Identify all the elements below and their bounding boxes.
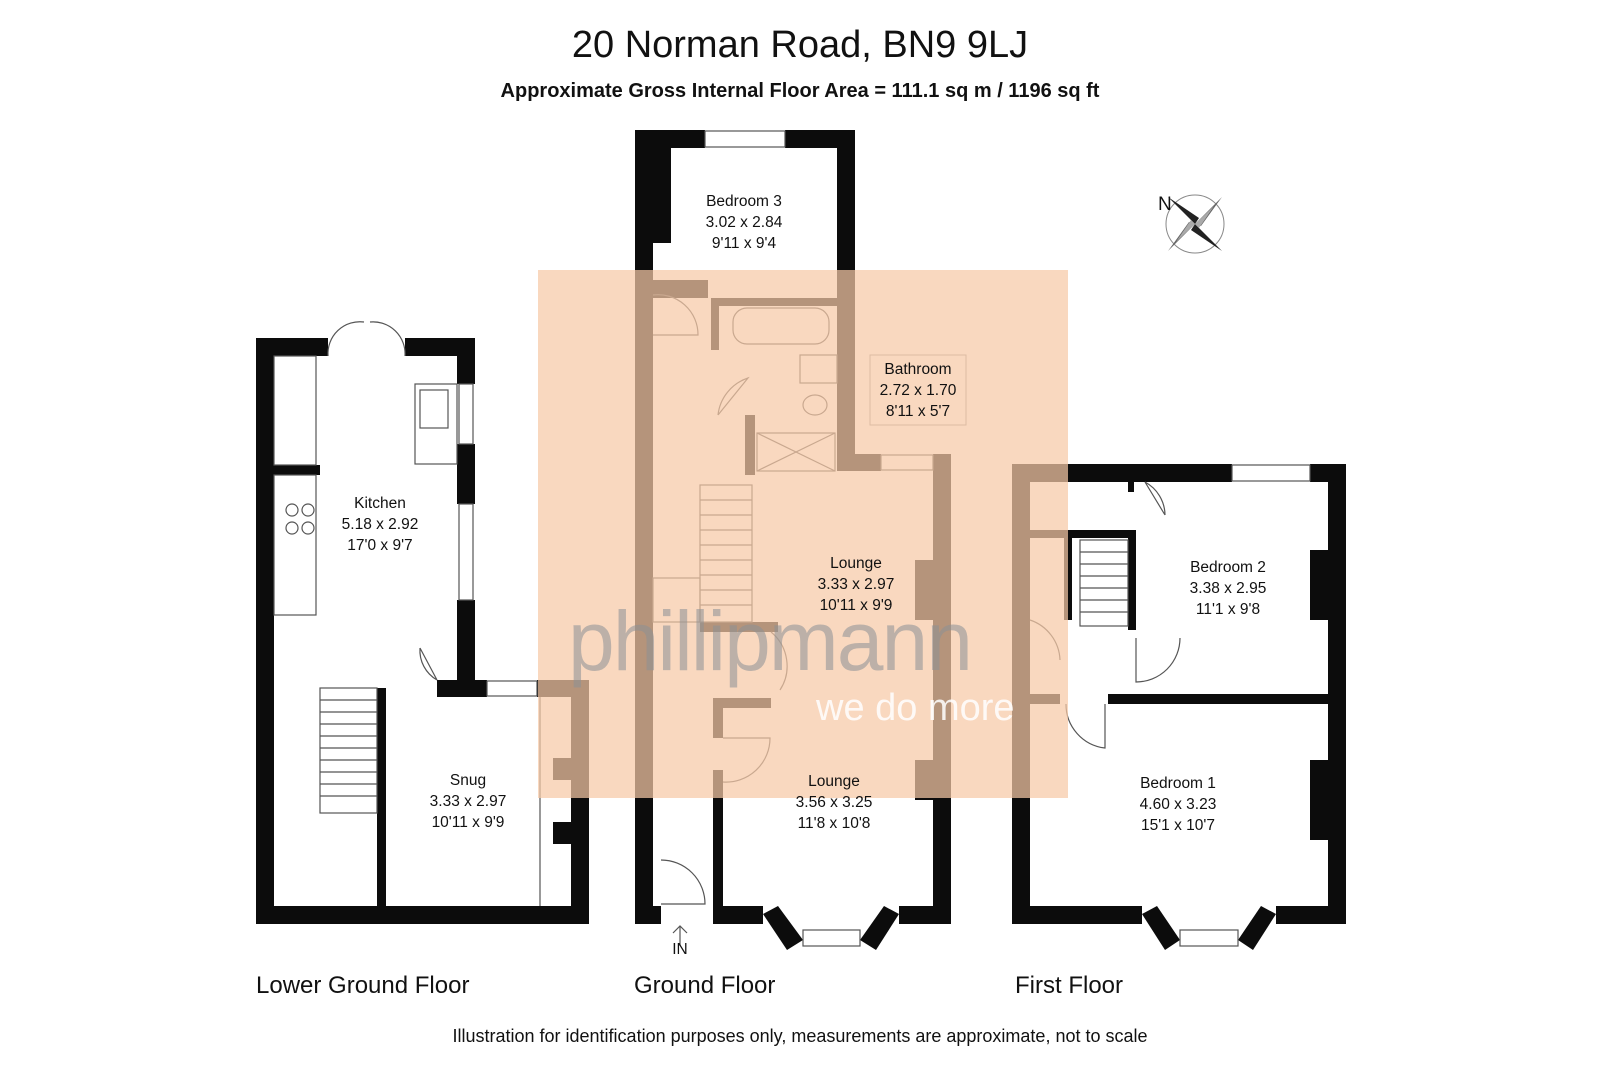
wall [713, 770, 723, 920]
room-name: Kitchen [354, 495, 406, 512]
kitchen-counter [273, 474, 317, 616]
wall [837, 130, 855, 300]
room-lounge-rear: Lounge 3.33 x 2.97 10'11 x 9'9 [818, 555, 895, 614]
wall [713, 906, 763, 924]
wall [457, 600, 475, 688]
bay-wall [860, 906, 899, 950]
entrance-label: IN [672, 941, 688, 958]
watermark-brand: phillipmann [568, 594, 971, 688]
room-name: Lounge [830, 555, 882, 572]
wall [437, 680, 487, 697]
wall [1310, 550, 1328, 620]
room-name: Snug [450, 772, 486, 789]
stairs-icon [1079, 539, 1129, 627]
lower-ground-fixtures [273, 321, 541, 906]
sink-icon [419, 389, 449, 429]
door-swing [419, 647, 438, 681]
wall [1276, 906, 1346, 924]
bay-window [802, 929, 861, 947]
wall [553, 822, 571, 844]
bay-wall [763, 906, 803, 950]
wall [1328, 464, 1346, 924]
room-name: Bedroom 1 [1140, 775, 1216, 792]
wall [1012, 906, 1142, 924]
bay-wall [1142, 906, 1180, 950]
plan-title: 20 Norman Road, BN9 9LJ [571, 24, 1029, 66]
wall [1030, 530, 1136, 538]
french-door-right [369, 321, 406, 357]
room-name: Bathroom [884, 361, 951, 378]
wall [274, 465, 320, 475]
first-fixtures [1029, 464, 1311, 947]
kitchen-counter [273, 355, 317, 466]
wall [256, 906, 589, 924]
room-metric: 2.72 x 1.70 [880, 382, 957, 399]
room-metric: 3.38 x 2.95 [1190, 580, 1267, 597]
window [1231, 464, 1311, 482]
room-lounge-front: Lounge 3.56 x 3.25 11'8 x 10'8 [796, 773, 873, 832]
door-swing [1065, 703, 1106, 749]
room-imperial: 17'0 x 9'7 [347, 537, 412, 554]
room-name: Lounge [808, 773, 860, 790]
room-metric: 3.56 x 3.25 [796, 794, 873, 811]
room-name: Bedroom 2 [1190, 559, 1266, 576]
room-imperial: 8'11 x 5'7 [886, 403, 950, 420]
wall [256, 338, 328, 356]
room-imperial: 10'11 x 9'9 [820, 597, 893, 614]
wall [256, 338, 274, 924]
watermark-overlay [538, 270, 1068, 798]
floor-label-ground: Ground Floor [634, 972, 776, 999]
wall [899, 906, 951, 924]
disclaimer-footer: Illustration for identification purposes… [452, 1026, 1148, 1046]
wall [1128, 482, 1134, 492]
room-imperial: 15'1 x 10'7 [1141, 817, 1215, 834]
wall [635, 130, 705, 148]
window [704, 130, 786, 148]
hob-ring-icon [285, 503, 299, 517]
room-metric: 3.33 x 2.97 [818, 576, 895, 593]
room-snug: Snug 3.33 x 2.97 10'11 x 9'9 [430, 772, 507, 831]
room-metric: 3.33 x 2.97 [430, 793, 507, 810]
wall [377, 688, 386, 906]
door-swing [1144, 481, 1166, 516]
room-metric: 4.60 x 3.23 [1140, 796, 1217, 813]
wall [1128, 530, 1136, 630]
bay-wall [1238, 906, 1276, 950]
bay-window [1179, 929, 1239, 947]
room-bedroom-2: Bedroom 2 3.38 x 2.95 11'1 x 9'8 [1190, 559, 1267, 618]
room-bedroom-1: Bedroom 1 4.60 x 3.23 15'1 x 10'7 [1140, 775, 1217, 834]
room-imperial: 11'1 x 9'8 [1196, 601, 1260, 618]
wall [653, 906, 661, 924]
floor-area-subtitle: Approximate Gross Internal Floor Area = … [500, 80, 1100, 102]
room-imperial: 11'8 x 10'8 [798, 815, 871, 832]
window [486, 680, 538, 697]
room-metric: 3.02 x 2.84 [706, 214, 783, 231]
room-bathroom: Bathroom 2.72 x 1.70 8'11 x 5'7 [880, 361, 957, 420]
room-kitchen: Kitchen 5.18 x 2.92 17'0 x 9'7 [342, 495, 419, 554]
floor-label-lower-ground: Lower Ground Floor [256, 972, 470, 999]
wall [457, 444, 475, 504]
kitchen-counter-sink [414, 383, 458, 465]
compass-icon: N [1158, 194, 1225, 254]
wall [1310, 760, 1328, 840]
french-door-left [327, 321, 365, 357]
wall [457, 338, 475, 384]
floor-label-first: First Floor [1015, 972, 1123, 999]
compass-north-label: N [1158, 194, 1172, 215]
wall [1108, 694, 1328, 704]
room-imperial: 10'11 x 9'9 [432, 814, 505, 831]
room-metric: 5.18 x 2.92 [342, 516, 419, 533]
entrance-door-swing [660, 859, 706, 905]
stairs-icon [319, 687, 378, 814]
room-imperial: 9'11 x 9'4 [712, 235, 777, 252]
wall [653, 148, 671, 243]
watermark-tagline: we do more [815, 687, 1015, 729]
room-bedroom-3: Bedroom 3 3.02 x 2.84 9'11 x 9'4 [706, 193, 783, 252]
door-swing [1135, 637, 1181, 683]
room-name: Bedroom 3 [706, 193, 782, 210]
